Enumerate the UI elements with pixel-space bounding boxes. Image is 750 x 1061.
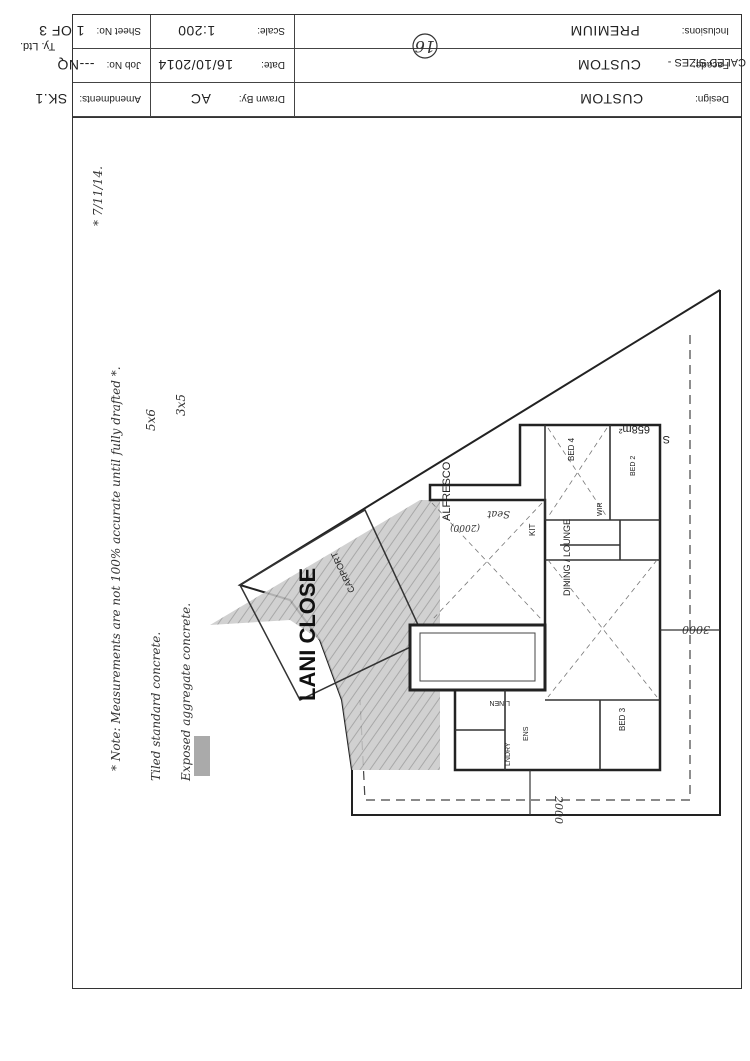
- seat-note: Seat: [486, 508, 510, 519]
- room-label-wir: WIR: [597, 502, 604, 516]
- room-label-bed-4: BED 4: [567, 437, 576, 461]
- room-label-ens: ENS: [523, 726, 530, 741]
- dimension-2000: 2000: [552, 795, 565, 824]
- room-label-linen: LINEN: [489, 699, 510, 706]
- north-label: S: [663, 433, 670, 445]
- site-area: 658m²: [618, 423, 650, 435]
- dimension-arrows: [529, 629, 720, 815]
- street-name: LANI CLOSE: [295, 568, 320, 701]
- note: * Note: Measurements are not 100% accura…: [109, 366, 123, 771]
- legend-exposed: Exposed aggregate concrete.: [179, 603, 193, 782]
- room-label-dining-lounge: DINING / LOUNGE: [562, 519, 572, 596]
- size-note-3x5: 3x5: [174, 394, 188, 416]
- room-label-bed-3: BED 3: [618, 707, 627, 731]
- interior-walls: [455, 425, 660, 770]
- pool: [408, 623, 547, 692]
- room-label-kit: KIT: [528, 523, 537, 536]
- room-label-bed-2: BED 2: [630, 456, 637, 476]
- date-note: * 7/11/14.: [91, 166, 105, 226]
- room-label-lndry: LNDRY: [505, 742, 512, 766]
- legend-tiled: Tiled standard concrete.: [149, 632, 163, 781]
- legend-swatch: [194, 736, 210, 776]
- size-note-5x6: 5x6: [144, 409, 158, 431]
- dimension-2000-alfresco: (2000): [450, 522, 480, 533]
- circle-number: 16: [415, 37, 435, 56]
- room-label-alfresco: ALFRESCO: [441, 461, 453, 521]
- room-diagonals: [431, 427, 658, 698]
- driveway-hatch: [210, 500, 440, 770]
